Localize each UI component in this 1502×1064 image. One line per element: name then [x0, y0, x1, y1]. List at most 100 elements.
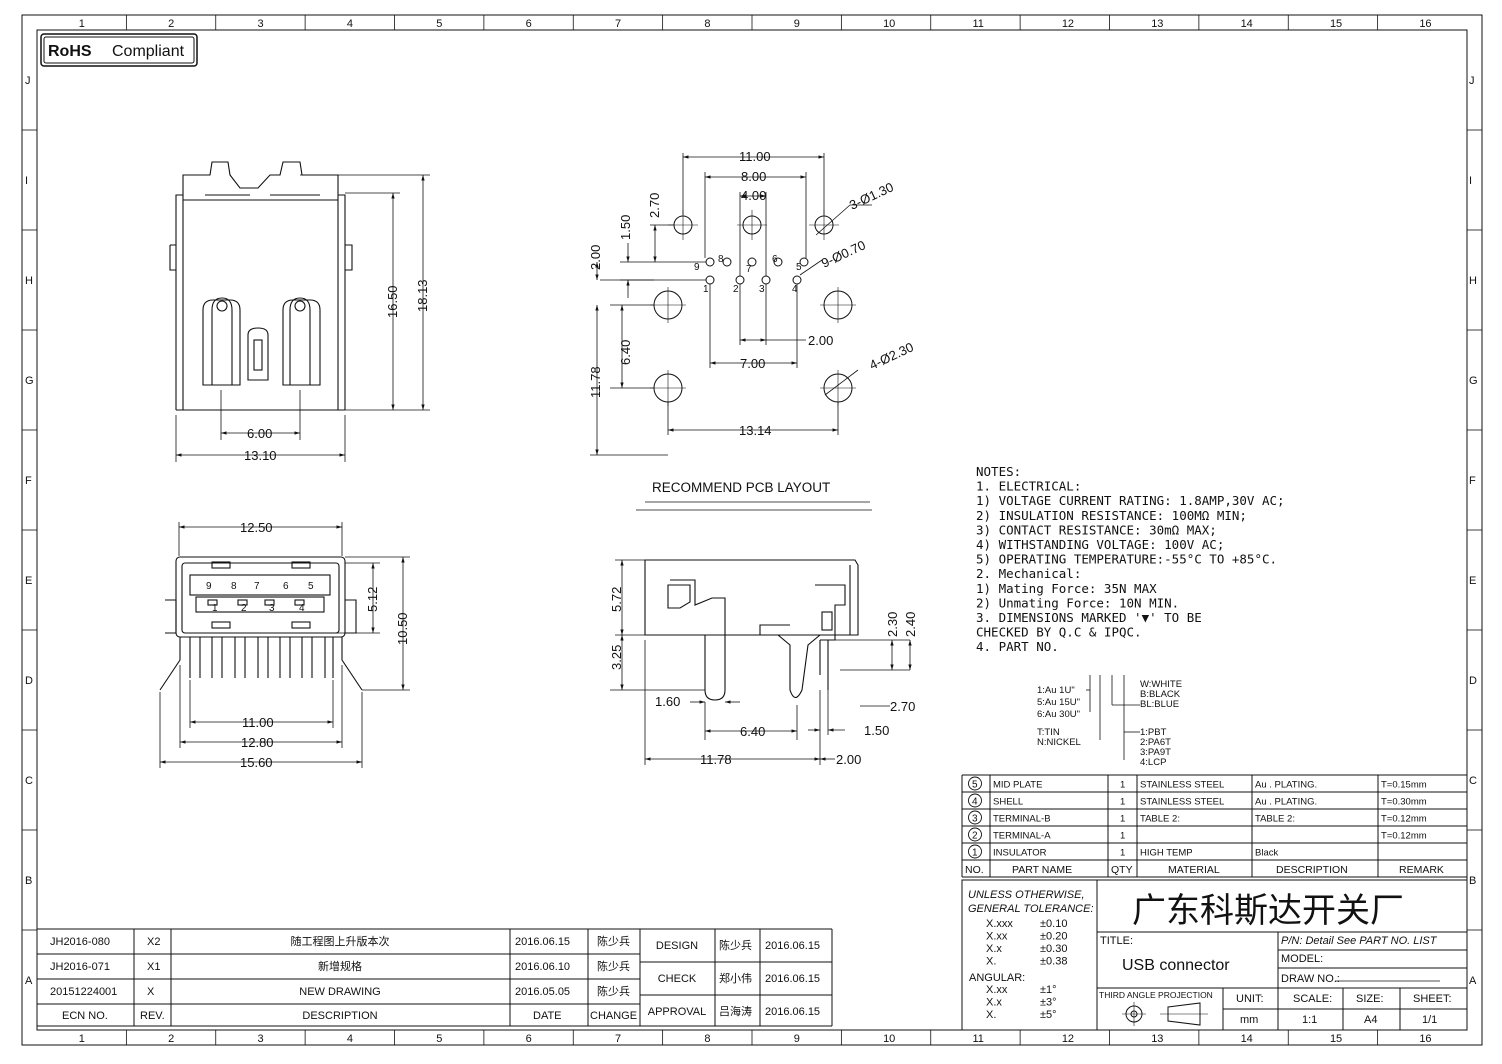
grid-row-label: J — [25, 75, 31, 87]
grid-col-label: 12 — [1062, 1033, 1074, 1045]
rohs-badge: RoHS Compliant — [40, 33, 198, 67]
rev-description: NEW DRAWING — [299, 986, 380, 998]
tol-value: ±1° — [1040, 984, 1057, 996]
dim-18-13: 18.13 — [415, 279, 430, 312]
approval-role: DESIGN — [656, 940, 698, 952]
grid-col-label: 9 — [794, 18, 800, 30]
svg-text:N:NICKEL: N:NICKEL — [1037, 737, 1081, 748]
bom-no: 3 — [972, 814, 978, 825]
dim-3-25: 3.25 — [609, 645, 624, 670]
svg-text:P/N: Detail See PART NO. L: P/N: Detail See PART NO. LIST — [1281, 935, 1438, 947]
tol-value: ±0.20 — [1040, 931, 1067, 943]
bom-header-no: NO. — [965, 864, 984, 876]
grid-col-label: 15 — [1330, 1033, 1342, 1045]
tol-value: ±3° — [1040, 997, 1057, 1009]
grid-row-label: J — [1469, 75, 1475, 87]
rev-description: 新增规格 — [318, 959, 362, 973]
bom-header-remark: REMARK — [1399, 864, 1444, 876]
dim-2-00-s: 2.00 — [836, 752, 861, 767]
svg-text:UNIT:: UNIT: — [1236, 993, 1264, 1005]
dim-6-00: 6.00 — [247, 426, 272, 441]
dim-2-00-v: 2.00 — [588, 245, 603, 270]
dim-13-14: 13.14 — [739, 423, 772, 438]
company-name: 广东科斯达开关厂 — [1132, 891, 1404, 931]
dim-7-00: 7.00 — [740, 356, 765, 371]
svg-text:4: 4 — [299, 603, 305, 614]
grid-col-label: 13 — [1151, 1033, 1163, 1045]
dim-11-00-b: 11.00 — [242, 715, 274, 730]
dim-13-10: 13.10 — [244, 448, 277, 463]
svg-text:SHEET:: SHEET: — [1413, 993, 1452, 1005]
bom-header-material: MATERIAL — [1168, 864, 1220, 876]
grid-row-label: A — [25, 975, 33, 987]
grid-col-label: 6 — [526, 1033, 532, 1045]
svg-text:5:Au 15U": 5:Au 15U" — [1037, 697, 1080, 708]
tol-value: ±0.30 — [1040, 943, 1067, 955]
svg-text:6:Au 30U": 6:Au 30U" — [1037, 709, 1080, 720]
approval-name: 陈少兵 — [719, 938, 752, 952]
bom-no: 1 — [972, 848, 978, 859]
svg-text:1:Au 1U": 1:Au 1U" — [1037, 685, 1075, 696]
grid-col-label: 10 — [883, 1033, 895, 1045]
note-line: 3) CONTACT RESISTANCE: 30mΩ MAX; — [976, 522, 1217, 537]
note-line: 1. ELECTRICAL: — [976, 479, 1081, 494]
svg-text:3: 3 — [759, 284, 765, 295]
svg-text:2:PA6T: 2:PA6T — [1140, 737, 1171, 748]
approval-date: 2016.06.15 — [765, 973, 820, 985]
dim-11-78: 11.78 — [588, 366, 603, 398]
svg-text:THIRD ANGLE PROJECTION: THIRD ANGLE PROJECTION — [1099, 990, 1213, 1000]
svg-text:2: 2 — [241, 603, 247, 614]
rev-change: 陈少兵 — [597, 934, 630, 948]
hole-callout-9: 9-Ø0.70 — [819, 237, 868, 270]
rev-date: 2016.06.10 — [515, 961, 570, 973]
svg-text:4: 4 — [792, 284, 798, 295]
grid-col-label: 9 — [794, 1033, 800, 1045]
grid-col-label: 14 — [1241, 18, 1253, 30]
grid-row-label: D — [25, 675, 33, 687]
dim-1-50-s: 1.50 — [864, 723, 889, 738]
bom-description: Au . PLATING. — [1255, 797, 1317, 808]
pcb-pin-labels: 9 8 7 6 5 1 2 3 4 — [694, 254, 802, 295]
svg-text:UNLESS OTHERWISE,: UNLESS OTHERWISE, — [968, 889, 1085, 901]
rev-ecn: 20151224001 — [50, 986, 117, 998]
tol-value: ±0.10 — [1040, 918, 1067, 930]
note-line: 5) OPERATING TEMPERATURE:-55°C TO +85°C. — [976, 552, 1277, 567]
grid-row-label: G — [25, 375, 34, 387]
dim-6-40-s: 6.40 — [740, 724, 765, 739]
bom-remark: T=0.30mm — [1381, 797, 1427, 808]
bom-part-name: TERMINAL-A — [993, 831, 1051, 842]
svg-text:7: 7 — [254, 581, 260, 592]
approval-name: 吕海涛 — [719, 1004, 752, 1018]
bom-header-name: PART NAME — [1012, 864, 1072, 876]
grid-row-label: A — [1469, 975, 1477, 987]
bom-material: TABLE 2: — [1140, 814, 1180, 825]
bom-qty: 1 — [1120, 797, 1125, 808]
rev-header-desc: DESCRIPTION — [302, 1010, 377, 1022]
grid-col-label: 15 — [1330, 18, 1342, 30]
grid-col-label: 7 — [615, 18, 621, 30]
tol-format: X.xxx — [986, 918, 1013, 930]
svg-text:W:WHITE: W:WHITE — [1140, 679, 1182, 690]
grid-col-label: 8 — [704, 1033, 710, 1045]
grid-col-label: 6 — [526, 18, 532, 30]
grid-col-label: 11 — [972, 18, 983, 30]
svg-text:T:TIN: T:TIN — [1037, 727, 1060, 738]
side-dims — [610, 559, 912, 765]
title-block — [961, 879, 1468, 1031]
side-view — [644, 559, 859, 701]
hole-callout-3: 3-Ø1.30 — [847, 179, 896, 212]
grid-row-label: F — [25, 475, 32, 487]
note-line: NOTES: — [976, 464, 1021, 479]
dim-2-70: 2.70 — [647, 193, 662, 218]
svg-text:1/1: 1/1 — [1422, 1014, 1437, 1026]
tol-format: X. — [986, 1009, 996, 1021]
approval-role: APPROVAL — [648, 1006, 707, 1018]
rev-ecn: JH2016-080 — [50, 936, 110, 948]
bom-material: STAINLESS STEEL — [1140, 797, 1224, 808]
note-line: 1) Mating Force: 35N MAX — [976, 581, 1157, 596]
tol-format: X. — [986, 956, 996, 968]
bom-description: Au . PLATING. — [1255, 780, 1317, 791]
bom-qty: 1 — [1120, 780, 1125, 791]
